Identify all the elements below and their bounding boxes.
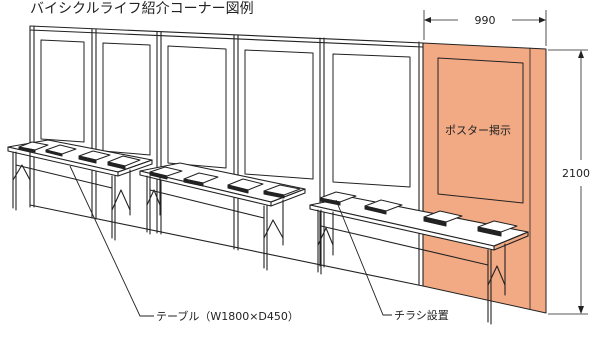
table-2-flyers [149, 166, 301, 199]
panel-frame-3 [167, 45, 227, 169]
poster-label: ポスター掲示 [445, 123, 511, 137]
panel-inner-frames [40, 39, 411, 188]
panel-frames [29, 25, 424, 287]
flyer-label: チラシ設置 [394, 308, 449, 322]
height-label: 2100 [562, 167, 590, 180]
poster-panel: ポスター掲示 [422, 42, 547, 314]
top-rail [29, 25, 424, 44]
table-3-flyers [319, 191, 518, 237]
panel-frame-4 [244, 49, 314, 180]
table-2 [139, 162, 306, 271]
top-rail-inner [29, 29, 424, 48]
table-3 [309, 196, 529, 325]
table-1 [7, 139, 153, 241]
width-dimension [423, 10, 547, 46]
width-label: 990 [475, 14, 496, 27]
panel-frame-1 [40, 39, 85, 143]
height-dimension [548, 49, 588, 315]
table-label: テーブル（W1800×D450） [156, 309, 299, 323]
flyer-leader [335, 199, 392, 316]
table-1-flyers [18, 141, 141, 170]
poster-frame [437, 57, 524, 204]
panel-frame-2 [102, 42, 151, 156]
poster-panel-fill [423, 43, 546, 313]
table-leader [69, 165, 154, 317]
diagram-title: バイシクルライフ紹介コーナー図例 [30, 1, 254, 17]
panel-frame-5 [332, 53, 411, 188]
